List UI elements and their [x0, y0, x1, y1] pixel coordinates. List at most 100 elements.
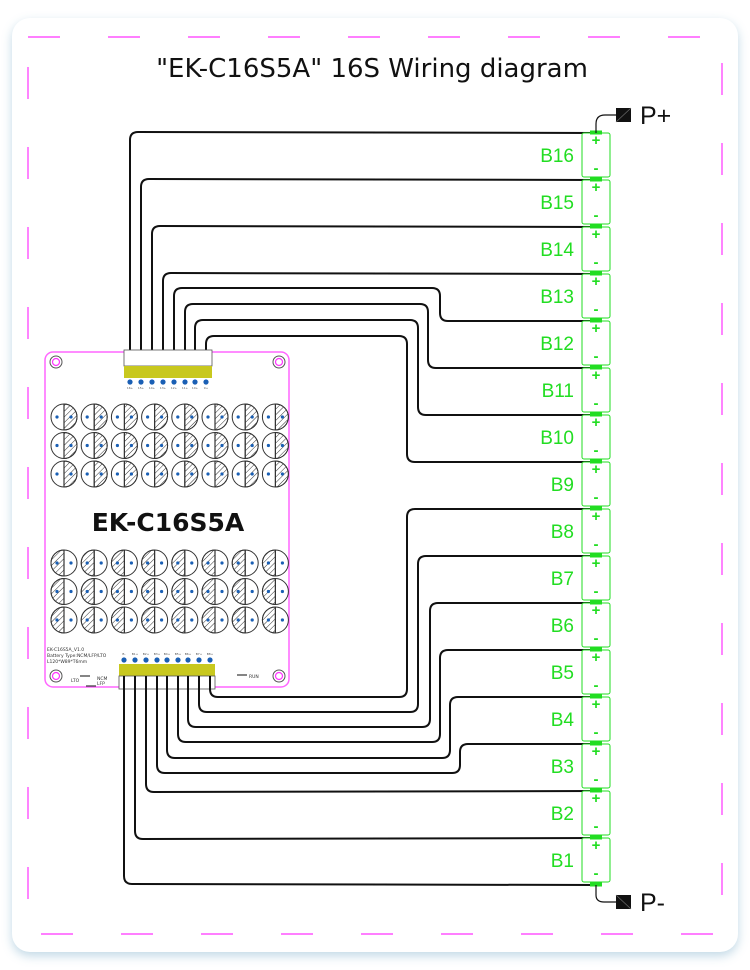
cell-minus-sign: - [594, 536, 599, 553]
board-dimensions: L120*W89*T6mm [47, 659, 87, 665]
cell-node [590, 882, 602, 887]
balance-wire [173, 287, 596, 360]
capacitor [171, 577, 199, 606]
cell-plus-sign: + [592, 273, 601, 290]
battery-cell: +-B16 [540, 130, 611, 178]
capacitor-pad [99, 472, 103, 476]
battery-cell: +-B14 [540, 224, 611, 272]
capacitor-pad [250, 561, 254, 565]
diagram-title: "EK-C16S5A" 16S Wiring diagram [156, 54, 588, 84]
cell-label: B7 [551, 569, 574, 590]
board-version: EK-C16S5A_V1.0 [47, 647, 84, 653]
cell-label: B15 [540, 193, 574, 214]
connector-pin-label: 14+ [149, 386, 156, 390]
capacitor-grid-top [50, 403, 289, 488]
battery-cell: +-B11 [542, 365, 611, 413]
capacitor [50, 577, 78, 606]
connector-pin [149, 379, 155, 385]
cell-node [590, 788, 602, 793]
capacitor-pad [160, 443, 164, 448]
capacitor-pad [129, 415, 133, 419]
battery-pack: +-B16+-B15+-B14+-B13+-B12+-B11+-B10+-B9+… [540, 130, 611, 887]
terminal-positive: P+ [595, 102, 671, 133]
cell-plus-sign: + [592, 790, 601, 807]
capacitor-pad [250, 472, 254, 476]
connector-pin-label: 13+ [160, 386, 167, 390]
balance-wire [162, 271, 597, 360]
capacitor-grid-bottom [50, 549, 289, 634]
balance-wire [187, 602, 596, 728]
capacitor-pad [190, 472, 194, 476]
connector-pin-label: B1+ [132, 652, 139, 656]
capacitor [50, 549, 78, 577]
connector-pin [164, 657, 170, 663]
capacitor-pad [190, 618, 194, 622]
capacitor [201, 431, 229, 460]
capacitor-pad [129, 618, 133, 622]
capacitor [201, 403, 229, 431]
capacitor-pad [146, 618, 150, 622]
capacitor [261, 460, 289, 488]
capacitor [110, 577, 138, 606]
capacitor [110, 460, 138, 488]
capacitor-pad [250, 589, 254, 594]
cell-label: B3 [551, 757, 574, 778]
cell-node [590, 600, 602, 605]
capacitor [141, 577, 169, 606]
balance-wire [184, 303, 596, 369]
cell-plus-sign: + [592, 555, 601, 572]
mount-hole-bottom-left [49, 669, 63, 683]
battery-cell: +-B8 [551, 506, 611, 554]
capacitor-pad [115, 443, 119, 448]
run-label: RUN [249, 674, 259, 680]
balance-wire [198, 555, 596, 713]
capacitor-pad [190, 443, 194, 448]
cell-label: B6 [551, 616, 574, 637]
connector-pin [127, 379, 133, 385]
capacitor [80, 549, 108, 577]
bottom-balance-connector: B-B1+B2+B3+B4+B5+B6+B7+B8+ [118, 652, 216, 690]
capacitor [141, 460, 169, 488]
connector-pin [203, 379, 209, 385]
balance-wire [129, 130, 597, 360]
capacitor [141, 549, 169, 577]
capacitor-pad [99, 443, 103, 448]
board-name: EK-C16S5A [92, 508, 245, 537]
cell-label: B4 [551, 710, 575, 731]
capacitor-pad [190, 561, 194, 565]
cell-label: B13 [540, 287, 574, 308]
connector-pin [171, 379, 177, 385]
cell-node [590, 224, 602, 229]
capacitor-pad [55, 415, 59, 419]
capacitor-pad [160, 618, 164, 622]
dashed-frame [27, 36, 723, 935]
capacitor-pad [55, 472, 59, 476]
switch-label-ncm: NCM [97, 676, 108, 682]
cell-node [590, 506, 602, 511]
cell-minus-sign: - [594, 865, 599, 882]
cell-plus-sign: + [592, 649, 601, 666]
capacitor-pad [176, 472, 180, 476]
capacitor-pad [115, 561, 119, 565]
capacitor-pad [85, 589, 89, 594]
cell-plus-sign: + [592, 132, 601, 149]
capacitor-pad [129, 589, 133, 594]
balance-wire [145, 680, 597, 794]
bms-board: EK-C16S5A EK-C16S5A_V1.0 Battery Type:NC… [44, 349, 290, 690]
capacitor [231, 431, 259, 460]
cell-node [590, 553, 602, 558]
balance-wire [177, 649, 596, 743]
cell-minus-sign: - [594, 301, 599, 318]
capacitor-pad [55, 561, 59, 565]
balance-wire [156, 680, 596, 774]
cell-minus-sign: - [594, 583, 599, 600]
capacitor-pad [129, 561, 133, 565]
capacitor-pad [266, 561, 270, 565]
capacitor-pad [69, 561, 73, 565]
capacitor [201, 577, 229, 606]
connector-pin [196, 657, 202, 663]
capacitor [201, 549, 229, 577]
capacitor-pad [99, 561, 103, 565]
cell-plus-sign: + [592, 696, 601, 713]
